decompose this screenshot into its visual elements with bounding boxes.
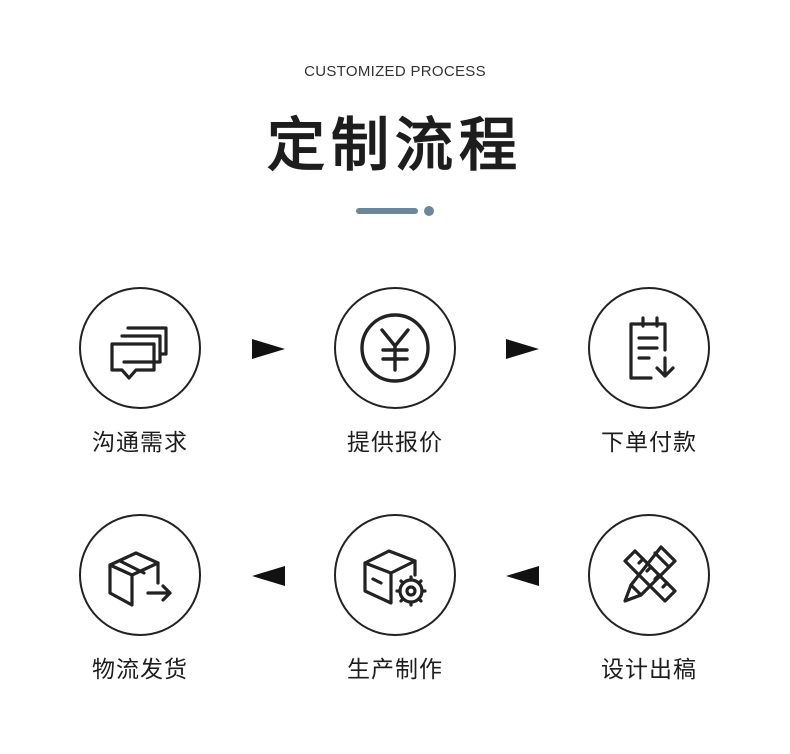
arrow-left-icon	[252, 566, 285, 586]
step-circle	[588, 514, 710, 636]
step-circle	[79, 287, 201, 409]
step-circle	[79, 514, 201, 636]
step-label: 下单付款	[601, 430, 697, 456]
step-production: 生产制作	[310, 514, 480, 684]
yuan-coin-icon	[360, 313, 430, 383]
pencil-ruler-icon	[623, 545, 677, 603]
step-circle	[588, 287, 710, 409]
step-circle	[334, 287, 456, 409]
step-label: 沟通需求	[92, 430, 188, 456]
step-circle	[334, 514, 456, 636]
step-label: 提供报价	[347, 430, 443, 456]
step-communicate: 沟通需求	[55, 287, 225, 457]
divider-bar	[356, 208, 418, 214]
step-label: 生产制作	[347, 657, 443, 683]
clipboard-download-icon	[629, 316, 675, 380]
step-label: 设计出稿	[601, 657, 697, 683]
step-quote: 提供报价	[310, 287, 480, 457]
step-design: 设计出稿	[564, 514, 734, 684]
arrow-right-icon	[506, 339, 539, 359]
box-arrow-icon	[108, 551, 172, 607]
step-shipping: 物流发货	[55, 514, 225, 684]
divider-dot	[424, 206, 434, 216]
title-divider	[356, 206, 436, 216]
chat-bubbles-icon	[110, 326, 168, 380]
arrow-left-icon	[506, 566, 539, 586]
page-subtitle: CUSTOMIZED PROCESS	[304, 63, 486, 80]
arrow-right-icon	[252, 339, 285, 359]
step-order-pay: 下单付款	[564, 287, 734, 457]
box-gear-icon	[363, 549, 427, 607]
step-label: 物流发货	[92, 657, 188, 683]
page-title: 定制流程	[266, 111, 523, 179]
